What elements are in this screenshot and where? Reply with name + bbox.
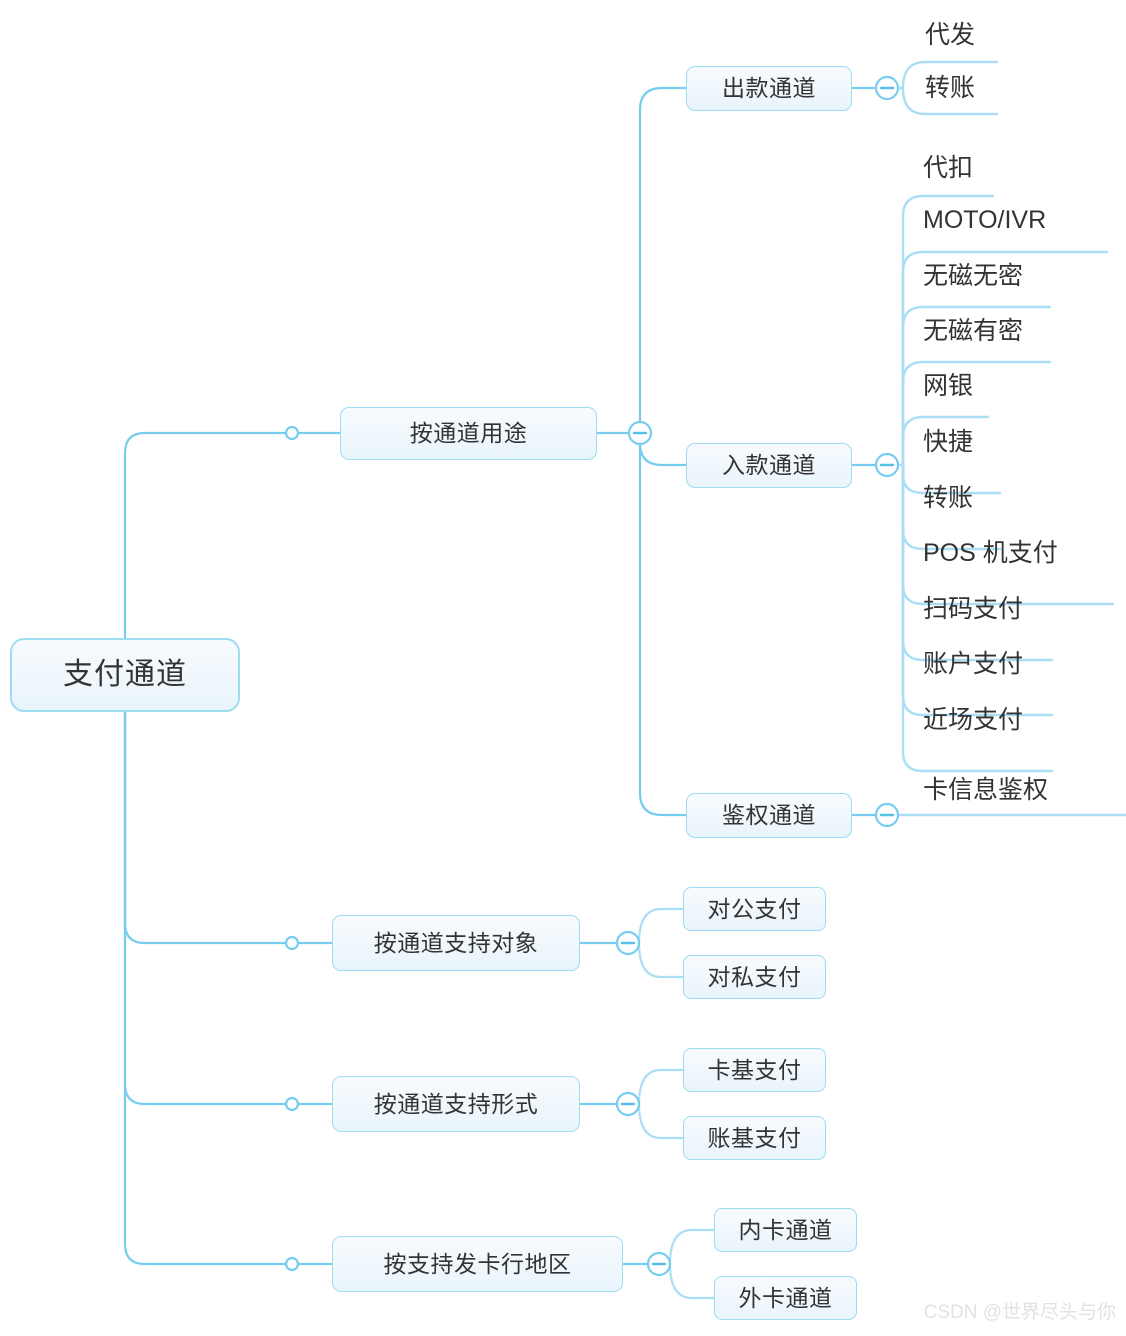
trunk-dot-4 (284, 1256, 300, 1272)
node-personal-payment-label: 对私支付 (707, 963, 802, 990)
node-corporate-payment-label: 对公支付 (707, 895, 802, 922)
node-card-based-payment-label: 卡基支付 (707, 1056, 802, 1083)
node-domestic-card-channel[interactable]: 内卡通道 (714, 1208, 857, 1252)
leaf-label: 账户支付 (923, 650, 1024, 678)
leaf-label: 无磁无密 (923, 262, 1024, 290)
leaf-payin-online-banking[interactable]: 网银 (923, 374, 973, 399)
branch-node-by-usage-label: 按通道用途 (409, 420, 528, 446)
watermark: CSDN @世界尽头与你 (923, 1302, 1116, 1323)
leaf-payout-daifa[interactable]: 代发 (925, 23, 975, 48)
leaf-label: 近场支付 (923, 706, 1024, 734)
node-auth-channel-label: 鉴权通道 (722, 802, 816, 828)
leaf-payin-no-mag-with-pin[interactable]: 无磁有密 (923, 319, 1023, 344)
leaf-label: 转账 (925, 74, 976, 102)
collapse-toggle-by-usage (627, 420, 653, 446)
branch-node-by-region[interactable]: 按支持发卡行地区 (332, 1236, 623, 1292)
collapse-toggle-by-form (615, 1091, 641, 1117)
node-payout-channel[interactable]: 出款通道 (686, 66, 852, 111)
leaf-label: 代发 (925, 21, 976, 49)
leaf-label: 网银 (923, 372, 974, 400)
leaf-label: 扫码支付 (923, 595, 1024, 623)
trunk-dot-2 (284, 935, 300, 951)
leaf-card-info-auth[interactable]: 卡信息鉴权 (923, 778, 1048, 803)
collapse-toggle-by-object (615, 930, 641, 956)
leaf-payin-nfc-payment[interactable]: 近场支付 (923, 708, 1023, 733)
leaf-payin-quick-pay[interactable]: 快捷 (923, 430, 973, 455)
leaf-label: 快捷 (923, 428, 974, 456)
leaf-payin-daikou[interactable]: 代扣 (923, 156, 973, 181)
node-foreign-card-channel[interactable]: 外卡通道 (714, 1276, 857, 1320)
trunk-dot-1 (284, 425, 300, 441)
leaf-payout-zhuanzhang[interactable]: 转账 (925, 76, 975, 101)
leaf-label: 转账 (923, 484, 974, 512)
branch-node-by-usage[interactable]: 按通道用途 (340, 407, 597, 460)
branch-node-by-form-label: 按通道支持形式 (373, 1090, 539, 1117)
node-auth-channel[interactable]: 鉴权通道 (686, 793, 852, 838)
branch-node-by-form[interactable]: 按通道支持形式 (332, 1076, 580, 1132)
node-payin-channel[interactable]: 入款通道 (686, 443, 852, 488)
node-personal-payment[interactable]: 对私支付 (683, 955, 826, 999)
branch-node-by-object-label: 按通道支持对象 (373, 929, 539, 956)
leaf-payin-transfer[interactable]: 转账 (923, 486, 973, 511)
leaf-label: 无磁有密 (923, 317, 1024, 345)
leaf-label: 代扣 (923, 154, 974, 182)
leaf-label: MOTO/IVR (923, 206, 1047, 234)
node-account-based-payment[interactable]: 账基支付 (683, 1116, 826, 1160)
leaf-payin-no-mag-no-pin[interactable]: 无磁无密 (923, 264, 1023, 289)
collapse-toggle-payin-channel (874, 452, 900, 478)
leaf-payin-pos-payment[interactable]: POS 机支付 (923, 541, 1058, 566)
node-account-based-payment-label: 账基支付 (707, 1124, 802, 1151)
root-node-label: 支付通道 (63, 658, 187, 691)
leaf-label: POS 机支付 (923, 539, 1058, 567)
leaf-label: 卡信息鉴权 (923, 776, 1049, 804)
collapse-toggle-by-region (646, 1251, 672, 1277)
node-card-based-payment[interactable]: 卡基支付 (683, 1048, 826, 1092)
node-payout-channel-label: 出款通道 (722, 75, 816, 101)
root-node-payment-channel[interactable]: 支付通道 (10, 638, 240, 712)
node-domestic-card-channel-label: 内卡通道 (738, 1216, 833, 1243)
trunk-dot-3 (284, 1096, 300, 1112)
leaf-payin-moto-ivr[interactable]: MOTO/IVR (923, 208, 1046, 233)
branch-node-by-region-label: 按支持发卡行地区 (383, 1250, 572, 1277)
node-foreign-card-channel-label: 外卡通道 (738, 1284, 833, 1311)
node-payin-channel-label: 入款通道 (722, 452, 816, 478)
collapse-toggle-auth-channel (874, 802, 900, 828)
leaf-payin-qr-payment[interactable]: 扫码支付 (923, 597, 1023, 622)
branch-node-by-object[interactable]: 按通道支持对象 (332, 915, 580, 971)
node-corporate-payment[interactable]: 对公支付 (683, 887, 826, 931)
leaf-payin-account-payment[interactable]: 账户支付 (923, 652, 1023, 677)
collapse-toggle-payout-channel (874, 75, 900, 101)
